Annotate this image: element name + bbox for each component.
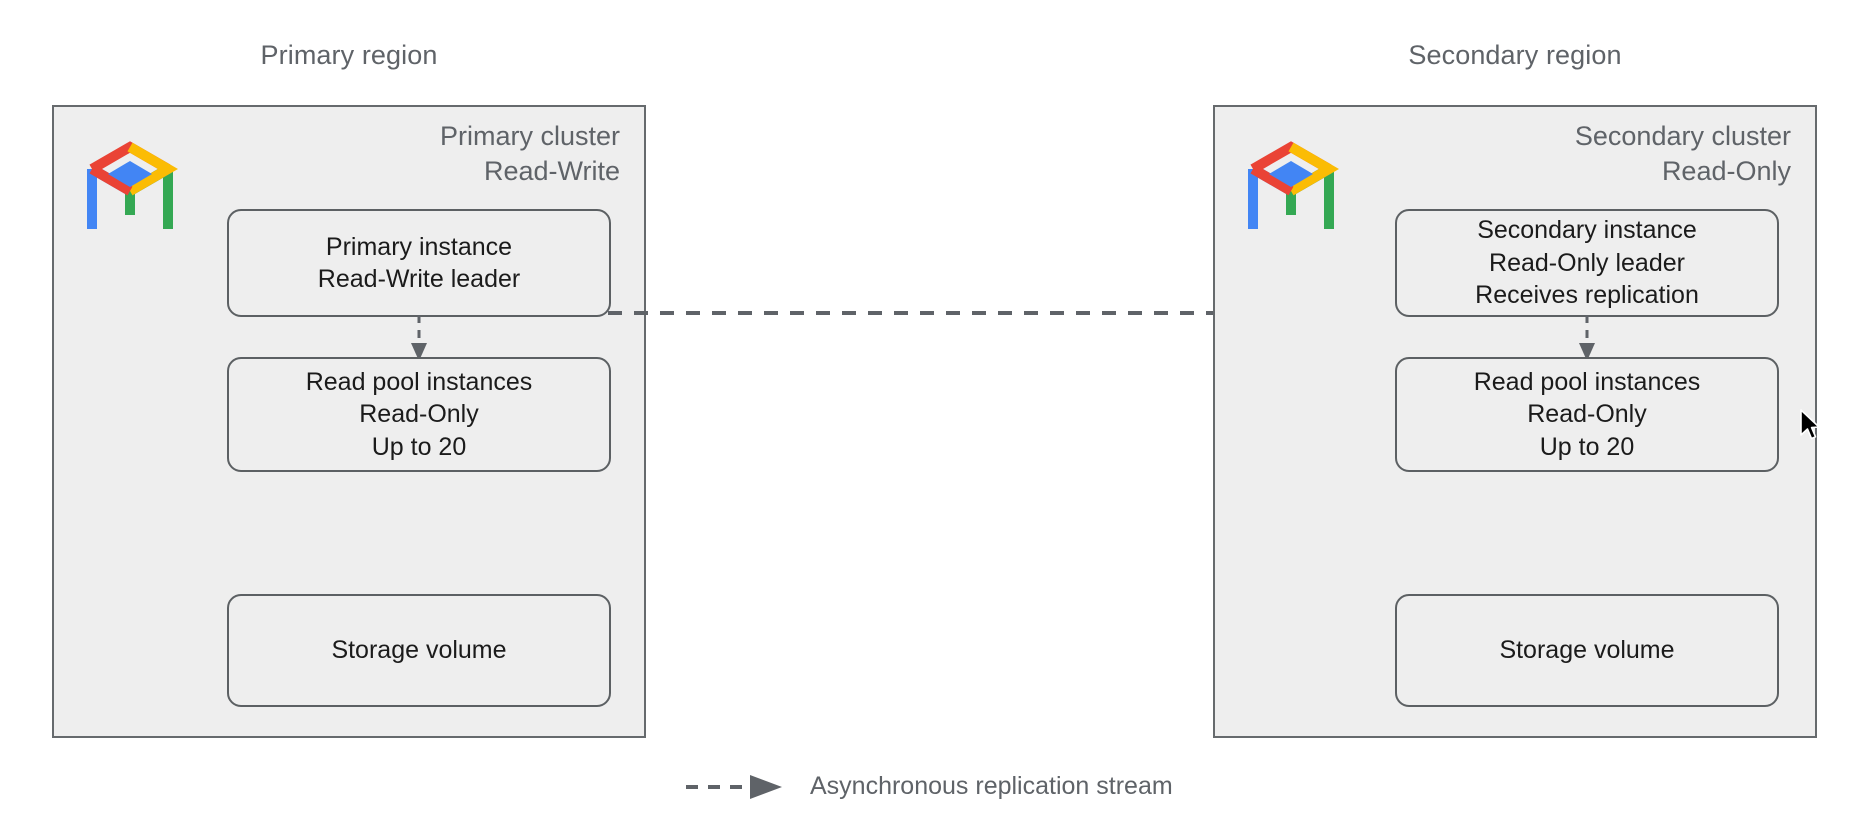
secondary-region-caption: Secondary region [1408,40,1622,70]
primary-region-caption: Primary region [260,40,438,70]
secondary-read-pool-node[interactable]: Read pool instances Read-Only Up to 20 [1395,357,1779,472]
alloydb-logo-icon [87,141,178,229]
legend: Asynchronous replication stream [686,772,1173,801]
legend-label: Asynchronous replication stream [810,772,1173,800]
primary-instance-node[interactable]: Primary instance Read-Write leader [227,209,611,317]
secondary-cluster-title: Secondary cluster Read-Only [1574,121,1791,186]
dashed-arrow-icon [686,774,782,799]
secondary-instance-node[interactable]: Secondary instance Read-Only leader Rece… [1395,209,1779,317]
alloydb-logo-icon [1248,141,1339,229]
primary-cluster-title: Primary cluster Read-Write [439,121,620,186]
primary-cluster-panel: Primary cluster Read-Write Primary insta… [52,105,646,738]
primary-storage-volume-node[interactable]: Storage volume [227,594,611,707]
secondary-storage-volume-node[interactable]: Storage volume [1395,594,1779,707]
primary-internal-dashed-arrow [411,315,427,361]
secondary-cluster-panel: Secondary cluster Read-Only Secondary in… [1213,105,1817,738]
primary-read-pool-node[interactable]: Read pool instances Read-Only Up to 20 [227,357,611,472]
secondary-internal-dashed-arrow [1579,315,1595,361]
